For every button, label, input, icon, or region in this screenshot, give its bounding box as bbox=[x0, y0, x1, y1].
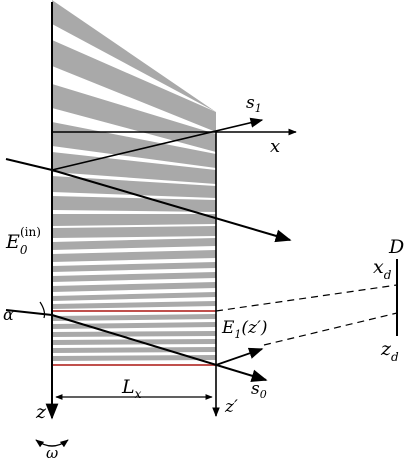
label-zprime: z′ bbox=[224, 397, 238, 417]
label-E0-sup: (in) bbox=[20, 225, 41, 239]
label-z: z bbox=[35, 401, 47, 423]
grating-stripe bbox=[52, 292, 216, 301]
grating-stripe bbox=[52, 339, 216, 345]
grating-stripe bbox=[52, 272, 216, 282]
grating-stripe bbox=[52, 314, 216, 321]
label-alpha: α bbox=[3, 305, 14, 324]
transmitted-beam bbox=[51, 169, 292, 243]
label-E1: E1(z′) bbox=[221, 318, 268, 341]
grating-stripe bbox=[52, 196, 216, 212]
grating-stripe bbox=[52, 238, 216, 250]
label-E0-in: E0 bbox=[5, 231, 28, 257]
s1-beam bbox=[51, 117, 264, 171]
grating-stripes bbox=[52, 0, 216, 361]
rotation-icon bbox=[35, 439, 69, 448]
incident-beam bbox=[5, 158, 53, 171]
grating-stripe bbox=[52, 122, 216, 168]
label-detector: D bbox=[388, 236, 404, 258]
label-s1: s1 bbox=[246, 93, 262, 115]
label-omega: ω bbox=[46, 444, 58, 461]
label-zd: zd bbox=[380, 338, 399, 364]
grating-stripe bbox=[52, 250, 216, 262]
label-Lx: Lx bbox=[121, 376, 142, 401]
grating-stripe bbox=[52, 347, 216, 353]
grating-stripe bbox=[52, 331, 216, 337]
dashed-line-bottom bbox=[263, 312, 398, 346]
s0-beam bbox=[51, 314, 268, 382]
label-s0: s0 bbox=[251, 379, 267, 401]
grating-stripe bbox=[52, 355, 216, 361]
grating-stripe bbox=[52, 40, 216, 132]
grating-stripe bbox=[52, 226, 216, 238]
grating-stripe bbox=[52, 0, 216, 112]
grating-stripe bbox=[52, 301, 216, 309]
grating-stripe bbox=[52, 262, 216, 272]
grating-stripe bbox=[52, 214, 216, 226]
alpha-arc bbox=[39, 301, 46, 319]
diffracted-beam bbox=[215, 347, 264, 366]
label-x-axis: x bbox=[270, 136, 280, 157]
label-xd: xd bbox=[373, 256, 392, 282]
grating-stripe bbox=[52, 84, 216, 152]
grating-stripe bbox=[52, 282, 216, 292]
dashed-line-top bbox=[215, 284, 398, 312]
